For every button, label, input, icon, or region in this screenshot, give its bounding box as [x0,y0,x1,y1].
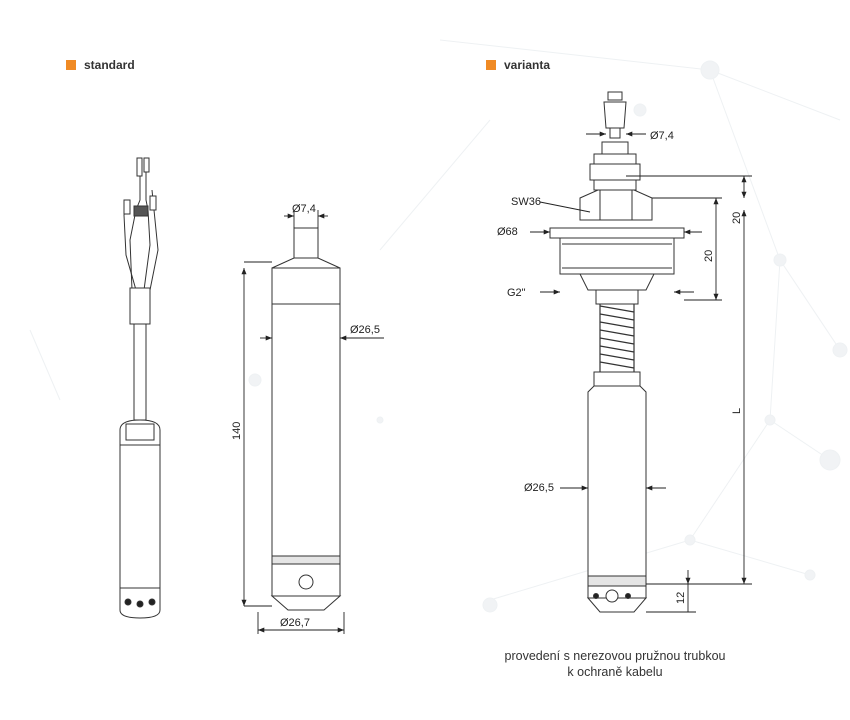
variant-height-thread-label: 20 [703,250,715,262]
standard-title-text: standard [84,58,135,72]
variant-thread-label: G2" [507,287,526,299]
variant-hex-label: SW36 [511,196,541,208]
standard-length-label: 140 [231,422,243,440]
standard-tip-diameter-label: Ø26,7 [280,617,310,629]
caption-line-1: provedení s nerezovou pružnou trubkou [504,649,726,663]
variant-dimension-lines [530,131,752,613]
caption-line-2: k ochraně kabelu [567,665,663,679]
standard-sensor-with-cable [119,157,161,619]
variant-body-diameter-label: Ø26,5 [524,482,554,494]
orange-square-icon [66,60,76,70]
section-standard-title: standard [66,58,135,72]
standard-body-diameter-label: Ø26,5 [350,324,380,336]
orange-square-icon [486,60,496,70]
variant-cable-diameter-label: Ø7,4 [650,130,674,142]
variant-tip-height-label: 12 [675,592,687,604]
standard-dimensioned-body [270,227,342,611]
standard-dimension-lines [241,210,384,634]
standard-cable-diameter-label: Ø7,4 [292,203,316,215]
variant-title-text: varianta [504,58,551,72]
variant-flange-diameter-label: Ø68 [497,226,518,238]
variant-caption: provedení s nerezovou pružnou trubkou k … [470,648,760,680]
variant-height-top-label: 20 [731,212,743,224]
section-variant-title: varianta [486,58,550,72]
variant-length-label: L [731,408,743,414]
variant-sensor-with-spring-tube [549,91,685,613]
